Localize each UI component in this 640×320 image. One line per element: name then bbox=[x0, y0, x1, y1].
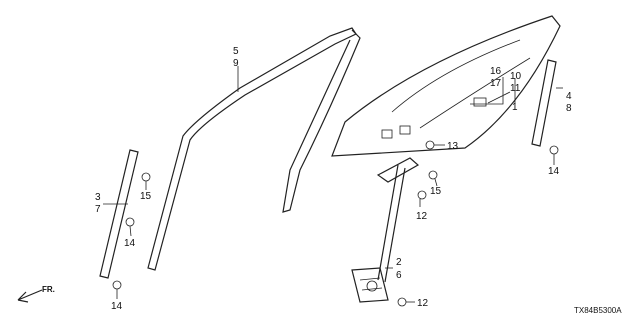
door-run-channel bbox=[147, 27, 361, 271]
part-number-labels: 1 2 3 4 5 6 7 8 9 10 11 12 12 13 14 14 1… bbox=[95, 46, 572, 312]
nut-15a bbox=[141, 172, 151, 182]
label-4: 4 bbox=[566, 91, 572, 102]
leader-lines bbox=[103, 66, 563, 303]
label-12a: 12 bbox=[416, 211, 428, 222]
fasteners bbox=[112, 140, 559, 307]
label-7: 7 bbox=[95, 204, 101, 215]
label-15b: 15 bbox=[430, 186, 442, 197]
bolt-14c bbox=[549, 145, 559, 155]
bolt-12a bbox=[417, 190, 427, 200]
diagram-code: TX84B5300A bbox=[574, 306, 622, 315]
bolt-13 bbox=[425, 140, 435, 150]
label-1: 1 bbox=[512, 102, 518, 113]
label-10: 10 bbox=[510, 71, 522, 82]
label-11: 11 bbox=[510, 83, 521, 94]
front-sash bbox=[99, 149, 139, 279]
bolt-12b bbox=[397, 297, 407, 307]
label-14c: 14 bbox=[548, 166, 560, 177]
front-direction-indicator: FR. bbox=[17, 285, 55, 303]
label-12b: 12 bbox=[417, 298, 429, 309]
bolt-14b bbox=[112, 280, 122, 290]
rear-sash bbox=[531, 59, 557, 147]
window-regulator bbox=[351, 157, 420, 303]
label-14b: 14 bbox=[111, 301, 123, 312]
front-label: FR. bbox=[42, 285, 55, 294]
bolt-14a bbox=[125, 217, 135, 227]
label-14a: 14 bbox=[124, 238, 136, 249]
label-8: 8 bbox=[566, 103, 572, 114]
label-13: 13 bbox=[447, 141, 459, 152]
nut-15b bbox=[428, 170, 438, 180]
front-arrow-icon bbox=[17, 289, 43, 303]
label-6: 6 bbox=[396, 270, 402, 281]
label-16: 16 bbox=[490, 66, 502, 77]
label-9: 9 bbox=[233, 58, 239, 69]
label-17: 17 bbox=[490, 78, 502, 89]
label-3: 3 bbox=[95, 192, 101, 203]
label-5: 5 bbox=[233, 46, 239, 57]
label-2: 2 bbox=[396, 257, 402, 268]
label-15a: 15 bbox=[140, 191, 152, 202]
door-glass bbox=[331, 15, 561, 157]
